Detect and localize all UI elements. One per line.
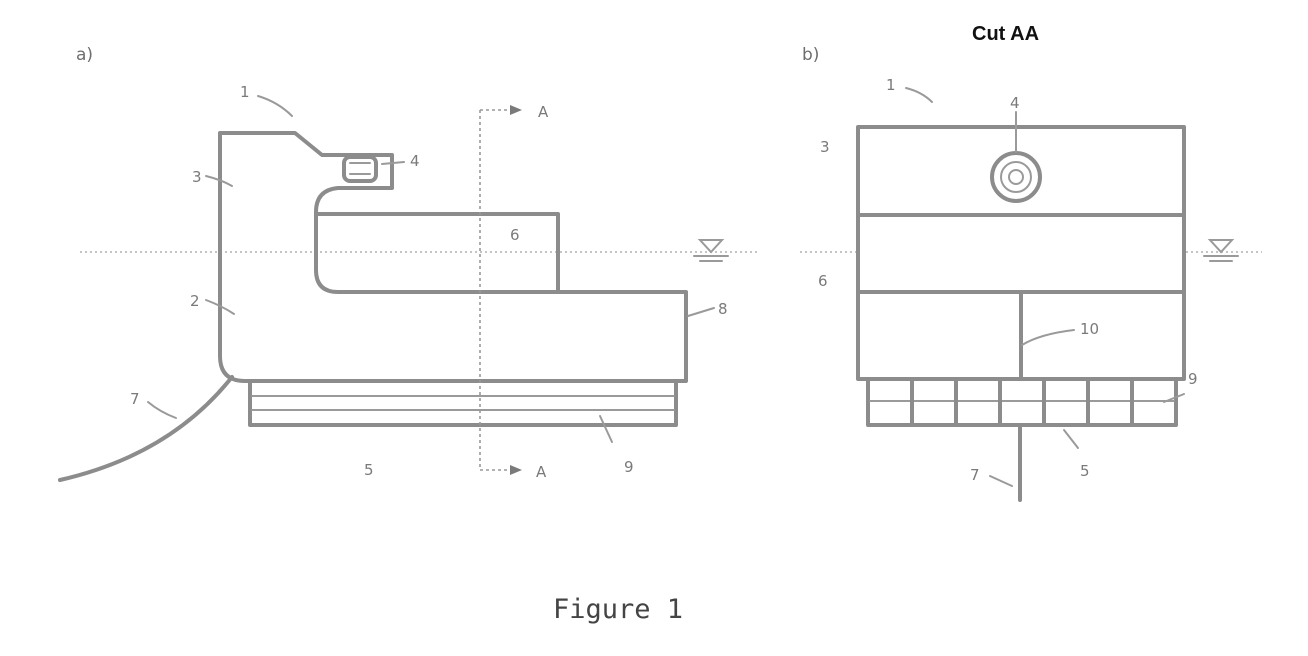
fitting-4-circle: [992, 153, 1040, 201]
leader-4: [382, 162, 404, 164]
ref-3: 3: [192, 168, 202, 186]
ref-b-3: 3: [820, 138, 830, 156]
ref-9: 9: [624, 458, 634, 476]
cut-title: Cut AA: [972, 23, 1039, 45]
leader-7: [148, 402, 176, 418]
ref-b-7: 7: [970, 466, 980, 484]
ref-5: 5: [364, 461, 374, 479]
water-level-symbol: [694, 240, 728, 261]
leader-b-10: [1022, 330, 1074, 345]
panel-b-label: b): [802, 45, 819, 65]
hull-outline: [220, 133, 686, 381]
panel-a: a) A: [60, 45, 760, 481]
ref-4: 4: [410, 152, 420, 170]
water-level-symbol-b: [1204, 240, 1238, 261]
base-5: [250, 381, 676, 425]
leader-b-5: [1064, 430, 1078, 448]
ref-6: 6: [510, 226, 520, 244]
section-marker-bottom: A: [536, 463, 547, 481]
leader-b-1: [906, 88, 932, 102]
fitting-4: [344, 157, 376, 181]
ref-b-6: 6: [818, 272, 828, 290]
leader-8: [688, 308, 714, 316]
figure-caption: Figure 1: [553, 594, 683, 625]
base-5-cells: [868, 379, 1176, 425]
panel-a-label: a): [76, 45, 93, 65]
ref-b-9: 9: [1188, 370, 1198, 388]
ref-b-1: 1: [886, 76, 896, 94]
panel-b: Cut AA b): [800, 23, 1262, 500]
ref-7: 7: [130, 390, 140, 408]
leader-9: [600, 416, 612, 442]
section-marker-top: A: [538, 103, 549, 121]
ref-b-4: 4: [1010, 94, 1020, 112]
leader-1: [258, 96, 292, 116]
ref-1: 1: [240, 83, 250, 101]
ref-b-10: 10: [1080, 320, 1099, 338]
ref-8: 8: [718, 300, 728, 318]
leader-b-7: [990, 476, 1012, 486]
tank-6: [316, 214, 558, 292]
ref-2: 2: [190, 292, 200, 310]
ref-b-5: 5: [1080, 462, 1090, 480]
cable-7: [60, 377, 232, 480]
